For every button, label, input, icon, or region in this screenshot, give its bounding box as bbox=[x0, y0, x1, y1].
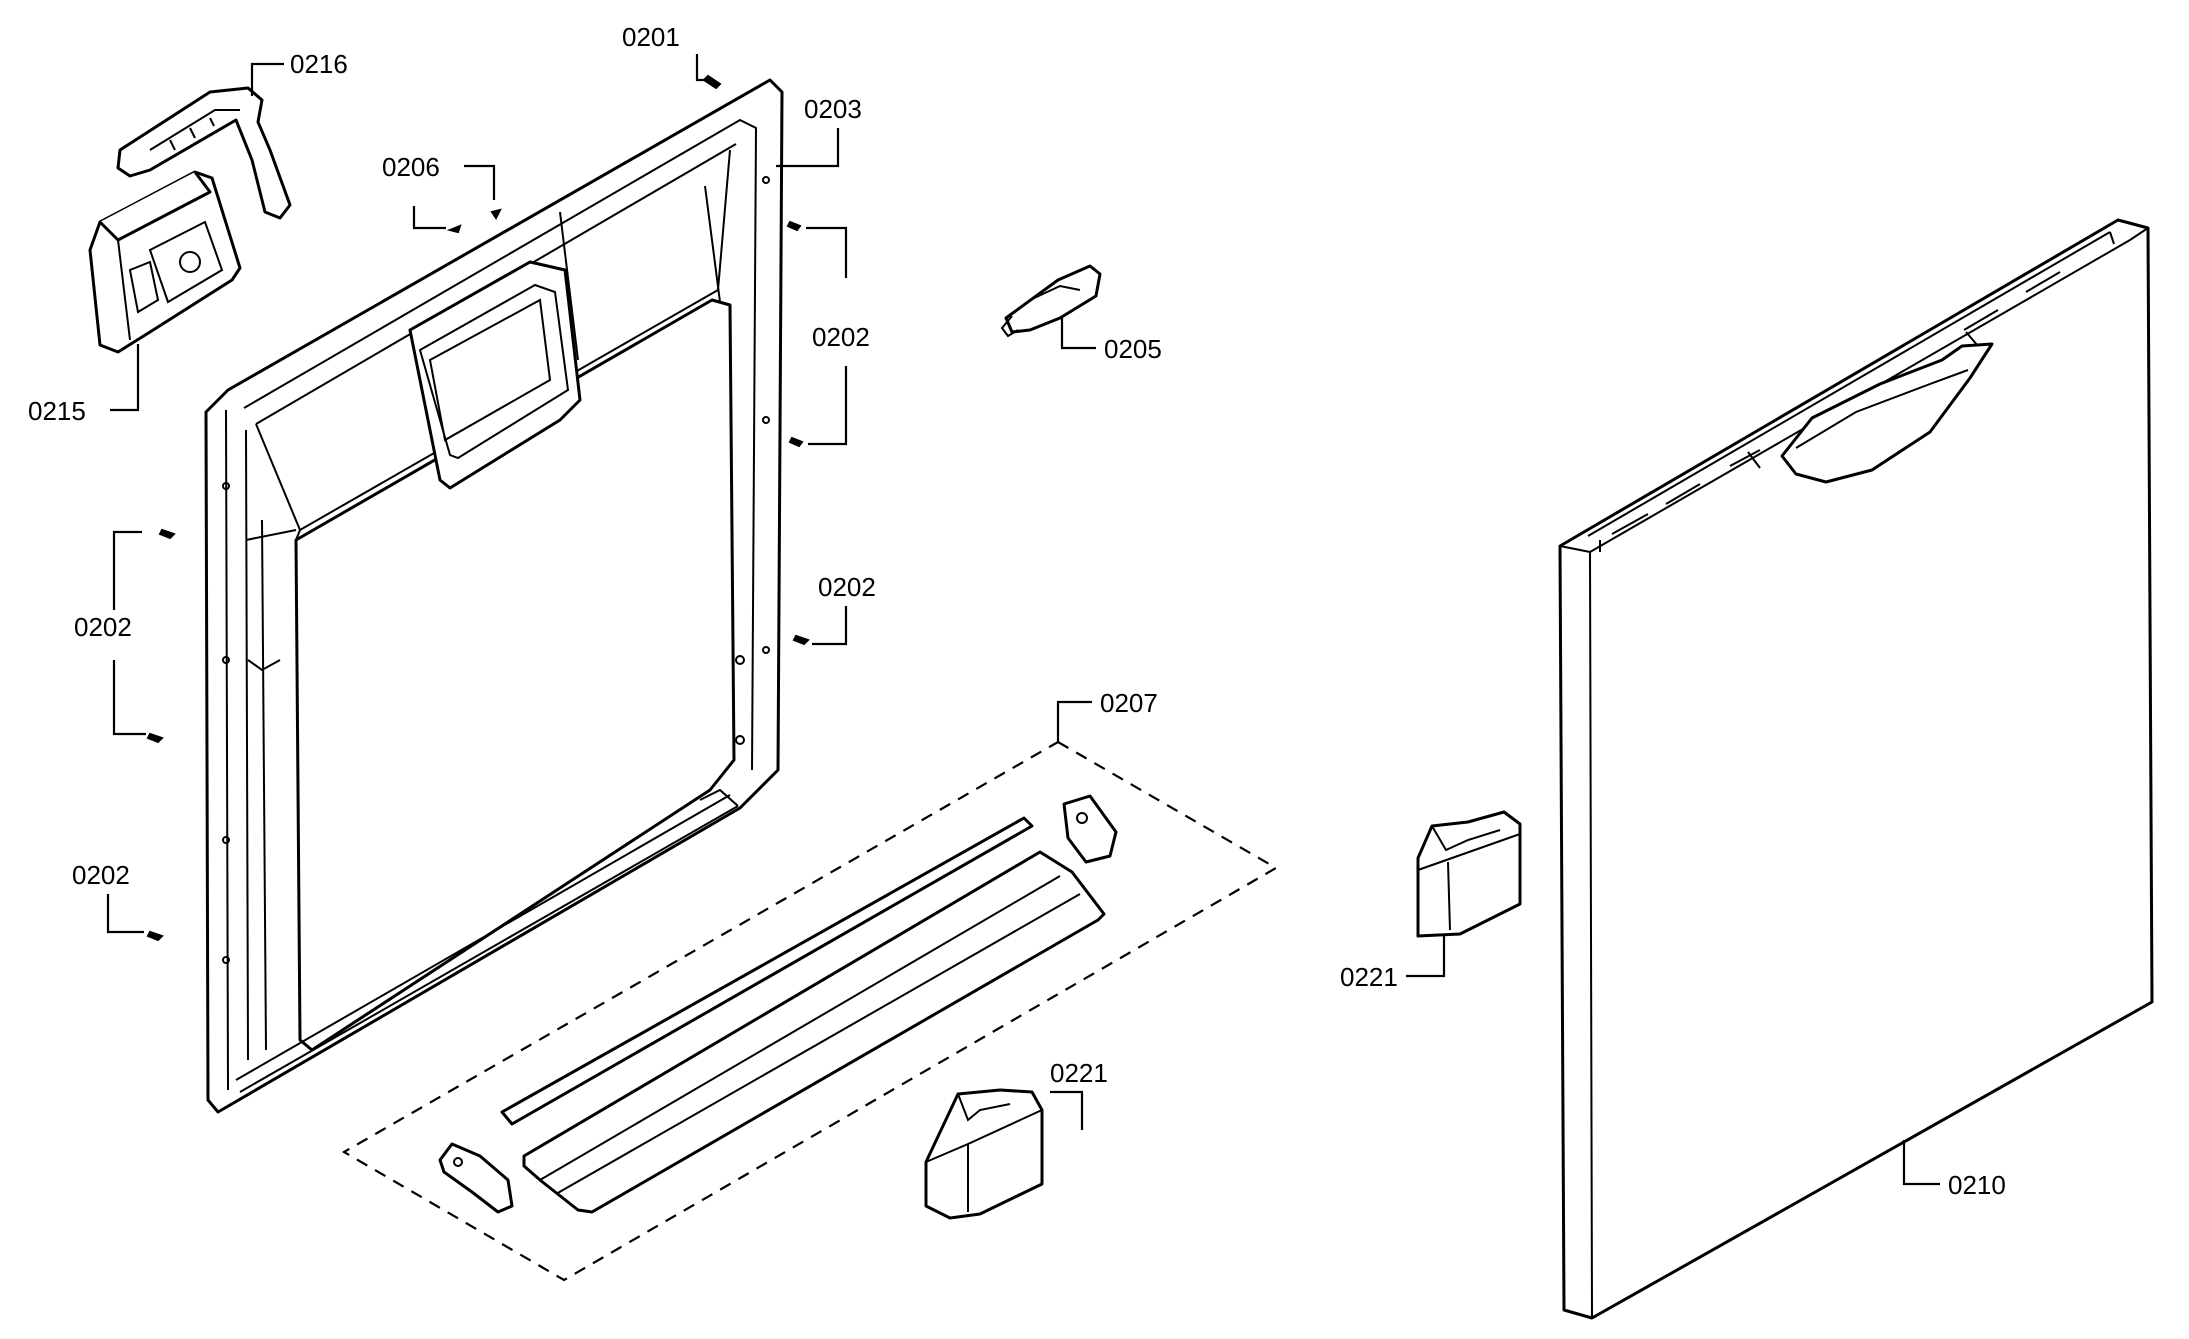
callout-0205: 0205 bbox=[1104, 334, 1162, 364]
part-0202-left-screws-mid: 0202 bbox=[74, 528, 176, 744]
part-0207-kit-group: 0207 bbox=[341, 688, 1279, 1282]
part-0201-screw: 0201 bbox=[622, 22, 722, 90]
part-0203-inner-door-frame bbox=[204, 78, 784, 1114]
part-0202-left-screw-bottom: 0202 bbox=[72, 860, 164, 942]
leader-0210 bbox=[1902, 1140, 1940, 1186]
part-0221-cap-right: 0221 bbox=[1340, 810, 1522, 992]
part-0205-latch: 0205 bbox=[1000, 264, 1162, 364]
leader-0215 bbox=[110, 344, 140, 412]
callout-0202-left-mid: 0202 bbox=[74, 612, 132, 642]
callout-0203: 0203 bbox=[804, 94, 862, 124]
callout-0206: 0206 bbox=[382, 152, 440, 182]
part-0202-right-screw-mid: 0202 bbox=[792, 572, 876, 646]
part-0202-right-screws-top: 0202 bbox=[786, 220, 870, 448]
callout-0201: 0201 bbox=[622, 22, 680, 52]
callout-0207: 0207 bbox=[1100, 688, 1158, 718]
callout-0221-right: 0221 bbox=[1340, 962, 1398, 992]
callout-0215: 0215 bbox=[28, 396, 86, 426]
part-0221-cap-bottom: 0221 bbox=[924, 1058, 1108, 1220]
leader-0203 bbox=[776, 128, 840, 168]
callout-0221-bottom: 0221 bbox=[1050, 1058, 1108, 1088]
leader-0216 bbox=[250, 62, 284, 96]
callout-0202-right-mid: 0202 bbox=[818, 572, 876, 602]
callout-0202-right-top: 0202 bbox=[812, 322, 870, 352]
part-0210-outer-door-panel bbox=[1558, 218, 2154, 1320]
callout-0202-left-bottom: 0202 bbox=[72, 860, 130, 890]
part-0206-screws: 0206 bbox=[382, 152, 502, 234]
callout-0216: 0216 bbox=[290, 49, 348, 79]
callout-0210: 0210 bbox=[1948, 1170, 2006, 1200]
part-0215-dispenser bbox=[88, 170, 242, 354]
